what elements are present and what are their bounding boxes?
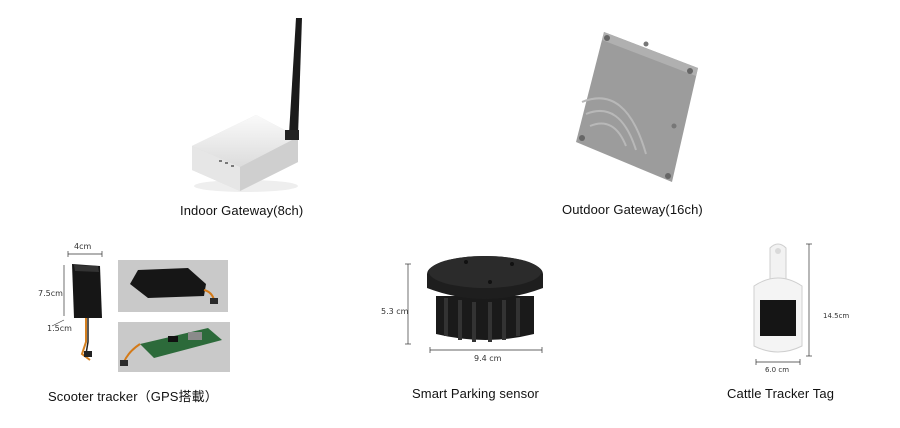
cattle-tracker-tag-image xyxy=(748,240,820,370)
smart-parking-sensor-caption: Smart Parking sensor xyxy=(412,386,539,401)
indoor-gateway-image xyxy=(186,14,304,196)
sensor-height-label: 5.3 cm xyxy=(381,307,409,316)
outdoor-gateway-image xyxy=(574,30,702,184)
smart-parking-sensor-image xyxy=(400,250,550,368)
scooter-tracker-image xyxy=(30,238,120,368)
tracker-height-label: 7.5cm xyxy=(38,289,63,298)
outdoor-gateway-caption: Outdoor Gateway(16ch) xyxy=(562,202,703,217)
tag-width-label: 6.0 cm xyxy=(765,366,790,374)
scooter-tracker-photo-top xyxy=(118,260,228,312)
tracker-depth-label: 1.5cm xyxy=(47,324,72,333)
sensor-width-label: 9.4 cm xyxy=(474,354,502,363)
scooter-tracker-caption: Scooter tracker（GPS搭載） xyxy=(48,389,218,404)
tracker-width-label: 4cm xyxy=(74,242,92,251)
cattle-tracker-tag-caption: Cattle Tracker Tag xyxy=(727,386,835,401)
indoor-gateway-caption: Indoor Gateway(8ch) xyxy=(180,203,304,218)
scooter-tracker-photo-board xyxy=(118,322,230,372)
tag-height-label: 14.5cm xyxy=(823,312,850,320)
